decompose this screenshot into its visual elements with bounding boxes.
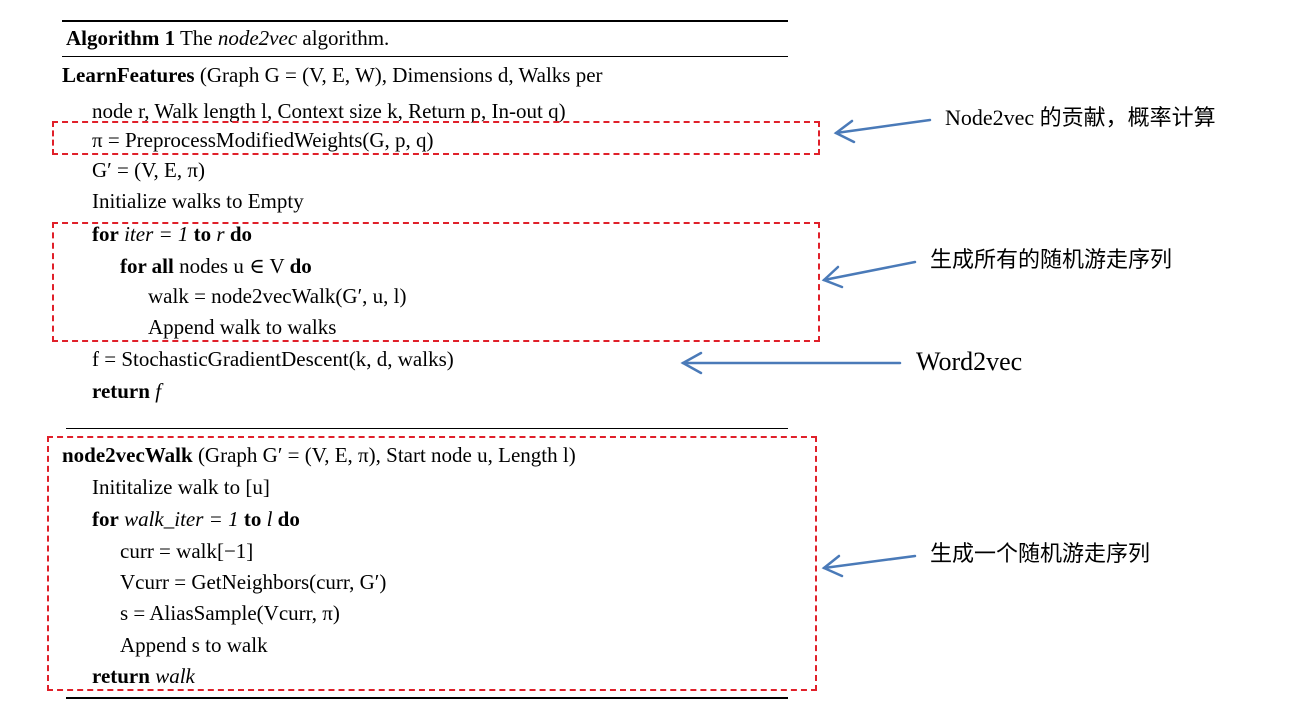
- learnfeatures-params: (Graph G = (V, E, W), Dimensions d, Walk…: [194, 63, 603, 87]
- return-f-line: return f: [92, 378, 161, 404]
- algorithm-title: The: [175, 26, 218, 50]
- top-rule: [62, 20, 788, 22]
- header-rule: [62, 56, 788, 57]
- learnfeatures-signature: LearnFeatures (Graph G = (V, E, W), Dime…: [62, 62, 603, 88]
- curr-line: curr = walk[−1]: [120, 539, 254, 563]
- append-walk-line: Append walk to walks: [148, 315, 337, 339]
- single-walk-note: 生成一个随机游走序列: [930, 541, 1151, 566]
- alias-sample-line: s = AliasSample(Vcurr, π): [120, 601, 340, 625]
- arrow-preprocess: [833, 118, 932, 144]
- return-value: f: [149, 379, 162, 403]
- neighbors-line: Vcurr = GetNeighbors(curr, G′): [120, 570, 387, 594]
- preprocess-line: π = PreprocessModifiedWeights(G, p, q): [92, 128, 434, 152]
- to-keyword: to: [193, 222, 212, 246]
- section-rule: [66, 428, 788, 429]
- return-keyword: return: [92, 664, 150, 688]
- node2vecwalk-params: (Graph G′ = (V, E, π), Start node u, Len…: [192, 443, 576, 467]
- sgd-line: f = StochasticGradientDescent(k, d, walk…: [92, 347, 454, 371]
- walk-loop-iter: walk_iter = 1: [118, 507, 244, 531]
- return-value: walk: [149, 664, 195, 688]
- for-keyword: for: [92, 507, 119, 531]
- return-keyword: return: [92, 379, 150, 403]
- arrow-walks: [821, 260, 917, 289]
- inner-loop-nodes: nodes u ∈ V: [173, 254, 290, 278]
- to-keyword: to: [243, 507, 262, 531]
- return-walk-line: return walk: [92, 663, 195, 689]
- walk-assign-line: walk = node2vecWalk(G′, u, l): [148, 284, 407, 308]
- sgd-note: Word2vec: [916, 347, 1023, 376]
- graph-prime-line: G′ = (V, E, π): [92, 158, 205, 182]
- do-keyword: do: [229, 222, 253, 246]
- outer-loop-bound: r: [211, 222, 230, 246]
- node2vecwalk-signature: node2vecWalk (Graph G′ = (V, E, π), Star…: [62, 442, 576, 468]
- node2vecwalk-highlight-box: [47, 436, 817, 691]
- bottom-rule: [66, 697, 788, 699]
- algorithm-title-em: node2vec: [217, 26, 298, 50]
- append-s-line: Append s to walk: [120, 633, 268, 657]
- algorithm-header: Algorithm 1 The node2vec algorithm.: [66, 25, 389, 51]
- walks-highlight-box: [52, 222, 820, 342]
- node2vecwalk-name: node2vecWalk: [62, 443, 193, 467]
- arrow-single-walk: [821, 554, 917, 578]
- algorithm-label: Algorithm 1: [66, 26, 176, 50]
- walk-loop-bound: l: [261, 507, 278, 531]
- init-walk-line: Inititalize walk to [u]: [92, 475, 270, 499]
- outer-loop-line: for iter = 1 to r do: [92, 221, 252, 247]
- initialize-walks-line: Initialize walks to Empty: [92, 189, 304, 213]
- walks-note: 生成所有的随机游走序列: [930, 247, 1173, 272]
- learnfeatures-signature-cont: node r, Walk length l, Context size k, R…: [92, 99, 566, 123]
- algorithm-title-tail: algorithm.: [297, 26, 390, 50]
- learnfeatures-name: LearnFeatures: [62, 63, 195, 87]
- arrow-sgd: [680, 351, 902, 375]
- do-keyword: do: [277, 507, 300, 531]
- outer-loop-iter: iter = 1: [118, 222, 194, 246]
- for-all-keyword: for all: [120, 254, 174, 278]
- preprocess-note: Node2vec 的贡献，概率计算: [945, 105, 1216, 130]
- for-keyword: for: [92, 222, 119, 246]
- inner-loop-line: for all nodes u ∈ V do: [120, 253, 312, 279]
- preprocess-highlight-box: [52, 121, 820, 155]
- do-keyword: do: [289, 254, 312, 278]
- walk-loop-line: for walk_iter = 1 to l do: [92, 506, 300, 532]
